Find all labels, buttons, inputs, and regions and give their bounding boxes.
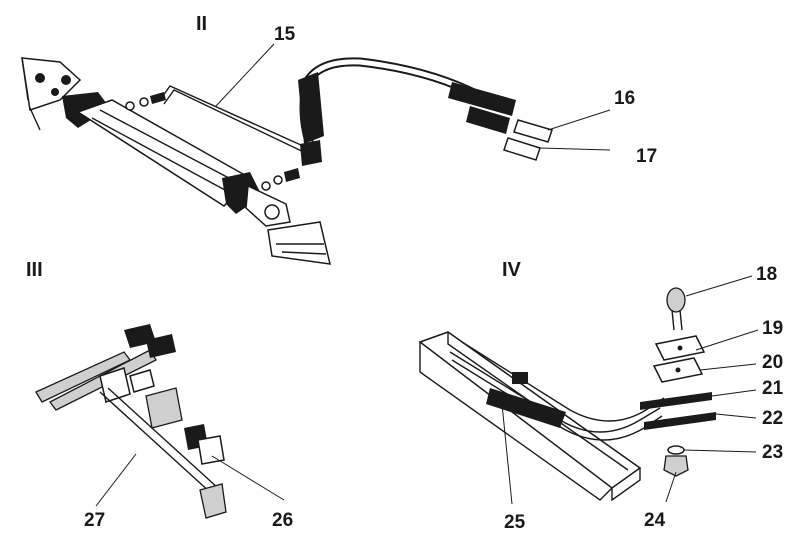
callout-21: 21 [762,378,784,399]
callout-22: 22 [762,408,783,429]
callout-25: 25 [504,512,526,533]
section-iii-illustration [35,324,227,519]
leader-24 [665,471,677,503]
callout-24: 24 [644,510,666,531]
leader-21 [711,389,757,397]
leader-25 [501,403,513,505]
section-label-iv: IV [502,259,522,281]
leader-20 [699,363,757,371]
section-label-ii: II [196,13,207,35]
callout-16: 16 [614,88,635,109]
callout-20: 20 [762,352,783,373]
callout-27: 27 [84,510,105,531]
callout-18: 18 [756,264,777,285]
leader-22 [715,413,757,419]
leader-15 [215,43,275,107]
callout-15: 15 [274,24,296,45]
section-label-iii: III [26,259,43,281]
section-iv-illustration [418,287,716,502]
leader-27 [95,453,137,507]
callout-17: 17 [636,146,657,167]
section-ii-illustration [21,57,553,265]
leader-lines [95,43,759,507]
leader-23 [683,449,757,453]
callout-23: 23 [762,442,783,463]
leader-17 [539,147,611,151]
callout-26: 26 [272,510,293,531]
leader-18 [685,275,753,297]
callout-19: 19 [762,318,783,339]
leader-16 [547,109,611,131]
leader-26 [211,455,285,501]
leader-19 [695,329,759,351]
